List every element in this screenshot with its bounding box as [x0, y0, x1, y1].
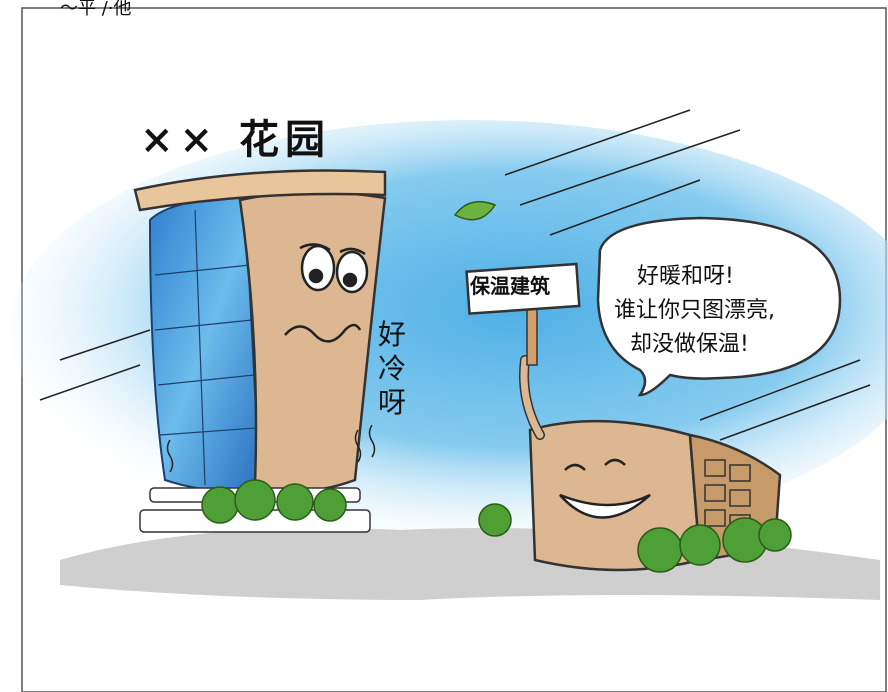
placard-text: 保温建筑 — [470, 274, 550, 298]
shiver-marks — [166, 424, 376, 473]
shiver-speech-text: 好冷呀 — [377, 318, 406, 419]
bushes-left — [201, 479, 347, 524]
cold-building-face — [284, 243, 369, 343]
placard-board — [465, 262, 581, 315]
speech-line-2: 谁让你只图漂亮, — [614, 298, 775, 323]
building-sign-text: ×× 花园 — [140, 116, 331, 163]
glass-grid — [154, 209, 257, 486]
top-caption: ～平 /·他 — [60, 0, 132, 19]
leaf-icon — [453, 200, 497, 221]
warm-building-windows — [704, 459, 751, 532]
cold-building-roof — [133, 169, 387, 212]
speech-line-3: 却没做保温! — [630, 332, 749, 357]
placard-stick — [526, 304, 538, 366]
bushes-right — [478, 503, 792, 573]
warm-building-face — [559, 458, 651, 519]
wind-lines — [39, 109, 871, 441]
speech-bubble — [596, 216, 842, 397]
glass-facade — [148, 193, 262, 493]
speech-line-1: 好暖和呀! — [637, 264, 734, 289]
